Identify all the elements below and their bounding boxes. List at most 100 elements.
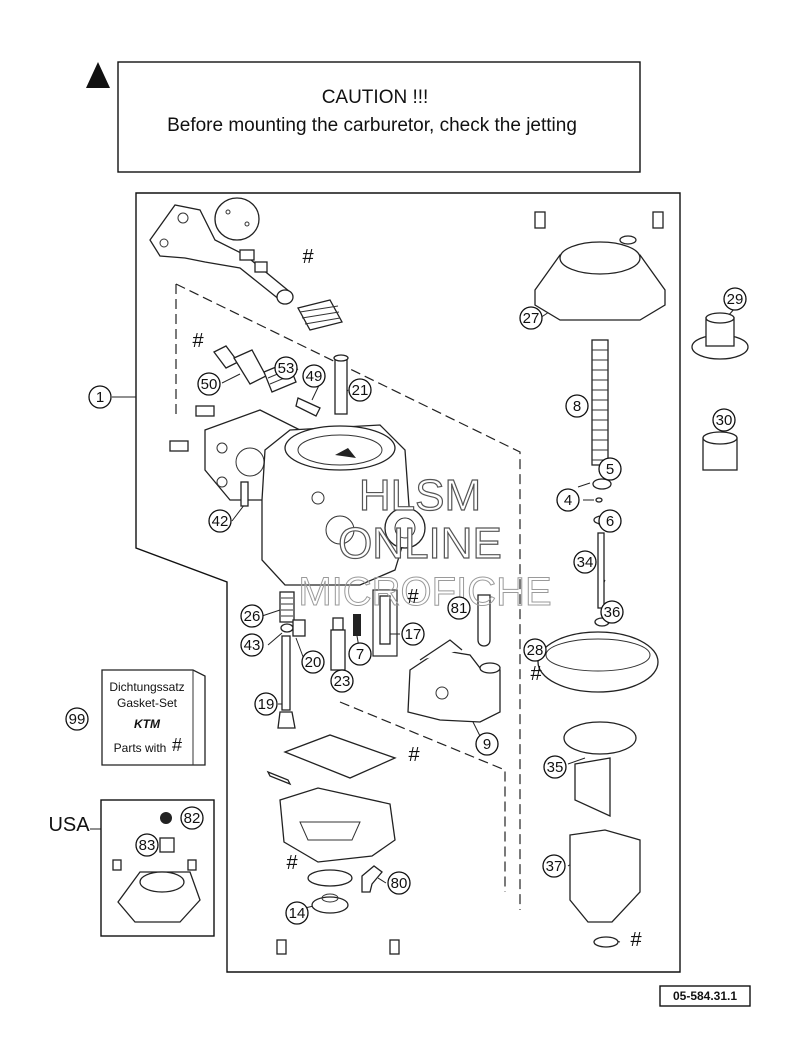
callout-80: 80 bbox=[387, 871, 411, 895]
float-dashed-line bbox=[339, 701, 506, 892]
callout-number: 27 bbox=[523, 310, 540, 327]
callout-circle bbox=[447, 596, 471, 620]
hash-marker: # bbox=[286, 852, 298, 874]
callout-14: 14 bbox=[285, 901, 309, 925]
hash-marker: # bbox=[630, 929, 642, 951]
callout-34: 34 bbox=[573, 550, 597, 574]
figure-code: 05-584.31.1 bbox=[673, 989, 737, 1003]
callout-number: 1 bbox=[96, 389, 104, 406]
callout-number: 23 bbox=[334, 673, 351, 690]
watermark-line3: MICROFICHE bbox=[298, 570, 551, 614]
callout-circle bbox=[565, 394, 589, 418]
callout-circle bbox=[208, 509, 232, 533]
callout-circle bbox=[348, 378, 372, 402]
callout-9: 9 bbox=[475, 732, 499, 756]
callout-6: 6 bbox=[598, 509, 622, 533]
callout-42: 42 bbox=[208, 509, 232, 533]
callout-21: 21 bbox=[348, 378, 372, 402]
callout-26: 26 bbox=[240, 604, 264, 628]
callout-23: 23 bbox=[330, 669, 354, 693]
gasket-set-en-label: Gasket-Set bbox=[117, 696, 178, 710]
caution-message: Before mounting the carburetor, check th… bbox=[167, 115, 577, 136]
callout-circle bbox=[556, 488, 580, 512]
spacer-parts bbox=[691, 312, 749, 471]
callout-number: 83 bbox=[139, 837, 156, 854]
hash-marker: # bbox=[530, 663, 542, 685]
callout-circle bbox=[274, 356, 298, 380]
callout-29: 29 bbox=[723, 287, 747, 311]
callout-37: 37 bbox=[542, 854, 566, 878]
brand-logo-text: KTM bbox=[134, 717, 161, 731]
float-bowl bbox=[266, 734, 400, 955]
callout-number: 81 bbox=[451, 600, 468, 617]
callout-50: 50 bbox=[197, 372, 221, 396]
parts-with-label: Parts with bbox=[114, 741, 167, 755]
watermark: HLSM ONLINE MICROFICHE bbox=[298, 470, 552, 614]
callout-number: 14 bbox=[289, 905, 306, 922]
callout-number: 19 bbox=[258, 696, 275, 713]
callout-20: 20 bbox=[301, 650, 325, 674]
hash-marker: # bbox=[302, 246, 314, 268]
callout-circle bbox=[302, 364, 326, 388]
callout-number: 36 bbox=[604, 604, 621, 621]
callout-27: 27 bbox=[519, 306, 543, 330]
usa-label: USA bbox=[48, 814, 90, 836]
callout-number: 49 bbox=[306, 368, 323, 385]
callout-number: 34 bbox=[577, 554, 594, 571]
callout-circle bbox=[598, 457, 622, 481]
callout-7: 7 bbox=[348, 642, 372, 666]
callout-circle bbox=[712, 408, 736, 432]
figure-code-badge: 05-584.31.1 bbox=[659, 985, 751, 1007]
watermark-line2: ONLINE bbox=[338, 519, 502, 568]
callout-35: 35 bbox=[543, 755, 567, 779]
callout-circle bbox=[387, 871, 411, 895]
callout-30: 30 bbox=[712, 408, 736, 432]
usa-box-frame bbox=[100, 799, 215, 937]
callout-82: 82 bbox=[180, 806, 204, 830]
callout-53: 53 bbox=[274, 356, 298, 380]
callout-99: 99 bbox=[65, 707, 89, 731]
caution-title: CAUTION !!! bbox=[322, 87, 429, 108]
jet-parts bbox=[277, 589, 491, 729]
assembly-outline bbox=[135, 192, 681, 973]
callout-81: 81 bbox=[447, 596, 471, 620]
hash-marker: # bbox=[408, 744, 420, 766]
callout-8: 8 bbox=[565, 394, 589, 418]
throttle-lever bbox=[407, 639, 501, 723]
callout-number: 20 bbox=[305, 654, 322, 671]
choke-plunger-assembly bbox=[149, 197, 343, 331]
watermark-line1: HLSM bbox=[359, 471, 481, 520]
callout-number: 43 bbox=[244, 637, 261, 654]
hash-markers: # # # # # # # bbox=[192, 246, 642, 951]
callout-circle bbox=[600, 600, 624, 624]
callout-circle bbox=[180, 806, 204, 830]
callout-36: 36 bbox=[600, 600, 624, 624]
callout-49: 49 bbox=[302, 364, 326, 388]
carburetor-body bbox=[240, 424, 426, 586]
callout-number: 29 bbox=[727, 291, 744, 308]
usa-parts-box: USA bbox=[48, 799, 215, 937]
callout-number: 9 bbox=[483, 736, 491, 753]
caution-panel: CAUTION !!! Before mounting the carburet… bbox=[86, 61, 641, 173]
callout-1: 1 bbox=[88, 385, 112, 409]
callout-circle bbox=[543, 755, 567, 779]
parts-with-symbol: # bbox=[172, 735, 182, 755]
callout-number: 21 bbox=[352, 382, 369, 399]
gasket-set-de-label: Dichtungssatz bbox=[109, 680, 184, 694]
group-dashed-line bbox=[175, 283, 521, 910]
callout-number: 5 bbox=[606, 461, 614, 478]
callout-circle bbox=[598, 509, 622, 533]
callout-number: 17 bbox=[405, 626, 422, 643]
callout-number: 35 bbox=[547, 759, 564, 776]
callout-43: 43 bbox=[240, 633, 264, 657]
callout-number: 26 bbox=[244, 608, 261, 625]
callout-number: 53 bbox=[278, 360, 295, 377]
callout-17: 17 bbox=[401, 622, 425, 646]
callout-number: 99 bbox=[69, 711, 86, 728]
callout-circle bbox=[330, 669, 354, 693]
callout-labels: 1456789141719202123262728293034353637424… bbox=[65, 287, 747, 925]
callout-number: 80 bbox=[391, 875, 408, 892]
callout-5: 5 bbox=[598, 457, 622, 481]
